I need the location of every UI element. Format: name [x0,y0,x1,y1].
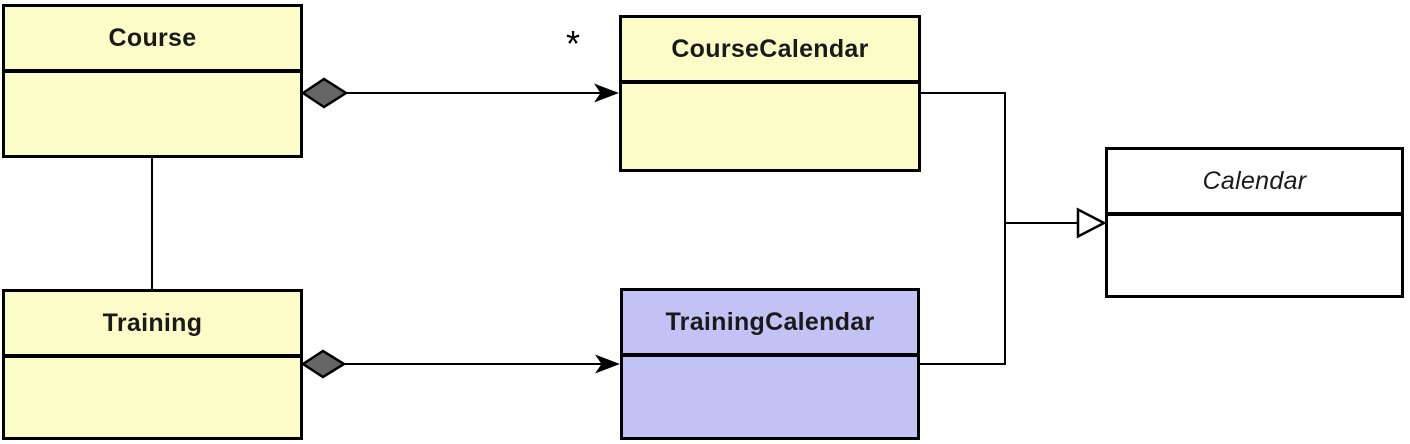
class-header-course-calendar: CourseCalendar [622,18,918,84]
aggregation-diamond-training [300,349,347,379]
class-name-training: Training [102,308,203,337]
class-name-training-calendar: TrainingCalendar [665,307,875,336]
class-compartment-course [5,73,300,155]
class-box-training: Training [2,289,303,440]
class-name-calendar: Calendar [1202,166,1307,195]
class-header-training: Training [5,292,300,358]
class-compartment-training-calendar [623,357,917,437]
class-box-course-calendar: CourseCalendar [619,15,921,172]
class-box-training-calendar: TrainingCalendar [620,288,920,440]
generalization-triangle [1076,207,1107,239]
class-header-training-calendar: TrainingCalendar [623,291,917,357]
multiplicity-label-star: * [566,23,581,64]
class-box-course: Course [2,4,303,158]
arrowhead-course-calendar [594,83,619,103]
class-compartment-calendar [1108,216,1401,295]
class-compartment-course-calendar [622,84,918,169]
class-header-calendar: Calendar [1108,150,1401,216]
class-box-calendar: Calendar [1105,147,1404,298]
class-compartment-training [5,358,300,437]
aggregation-diamond-course [300,77,349,109]
class-header-course: Course [5,7,300,73]
arrowhead-training-calendar [595,354,620,374]
generalization-path-calendars [920,92,1006,365]
class-name-course: Course [108,23,197,52]
class-name-course-calendar: CourseCalendar [671,34,869,63]
